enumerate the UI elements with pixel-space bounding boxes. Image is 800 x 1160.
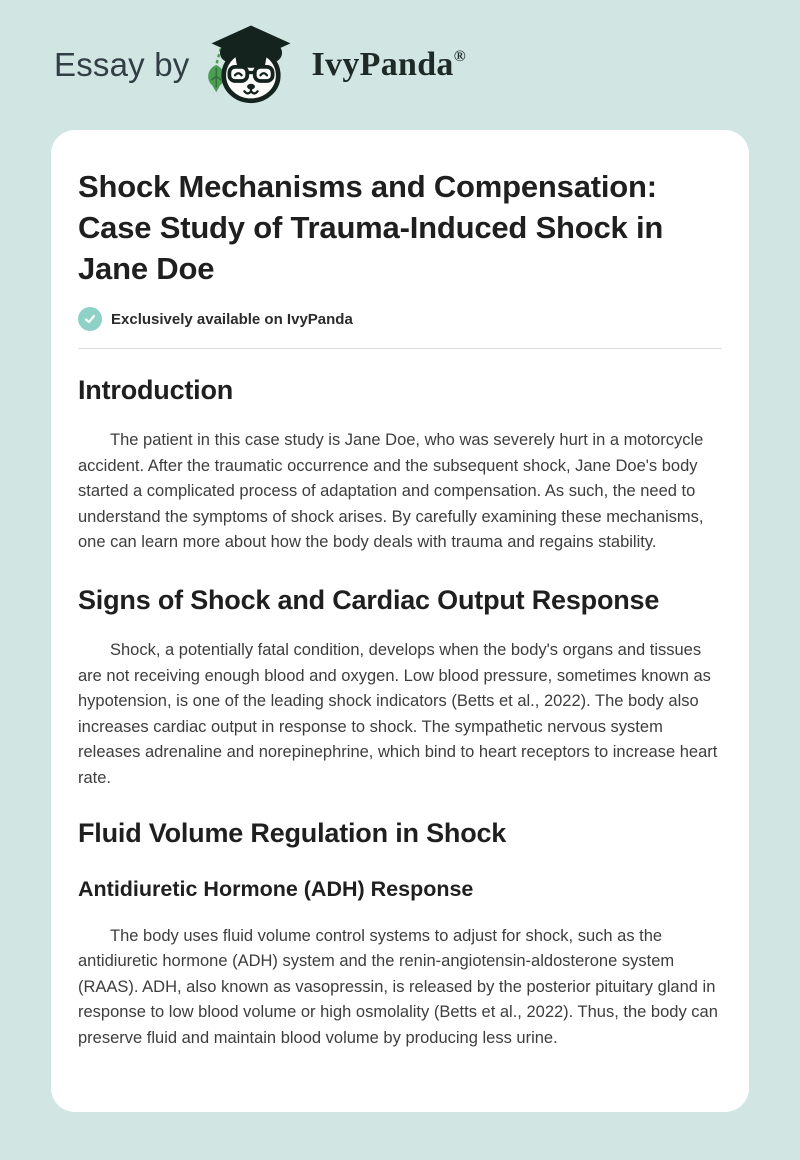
section-heading-introduction: Introduction — [78, 375, 234, 405]
essay-by-label: Essay by — [54, 46, 190, 83]
section-heading-fluid-volume: Fluid Volume Regulation in Shock — [78, 817, 507, 848]
brand-text: IvyPanda — [311, 46, 454, 83]
registered-mark: ® — [453, 48, 466, 65]
exclusive-badge-label: Exclusively available on IvyPanda — [111, 310, 353, 328]
subsection-heading-adh-response: Antidiuretic Hormone (ADH) Response — [78, 876, 474, 901]
brand-name: IvyPanda® — [312, 46, 466, 84]
essay-title: Shock Mechanisms and Compensation: Case … — [78, 169, 664, 286]
paragraph: Shock, a potentially fatal condition, de… — [78, 640, 718, 787]
paragraph: The patient in this case study is Jane D… — [78, 431, 704, 552]
ivypanda-panda-logo-icon — [207, 25, 290, 104]
checkmark-icon — [78, 307, 102, 331]
divider — [78, 348, 722, 349]
page-header: Essay by IvyPanda® — [0, 0, 800, 130]
section-heading-signs-of-shock: Signs of Shock and Cardiac Output Respon… — [78, 584, 660, 615]
exclusive-badge: Exclusively available on IvyPanda — [78, 307, 722, 331]
essay-card: Shock Mechanisms and Compensation: Case … — [51, 130, 749, 1112]
paragraph: The body uses fluid volume control syste… — [78, 926, 718, 1047]
